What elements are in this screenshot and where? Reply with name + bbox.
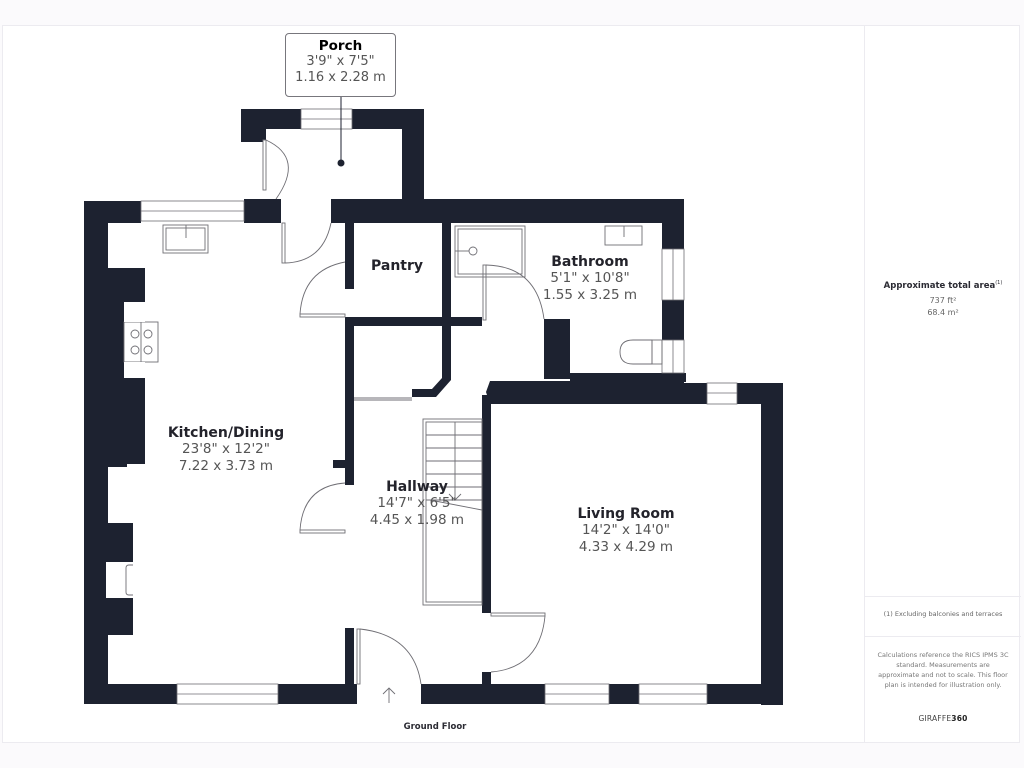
room-dim-imperial: 23'8" x 12'2" — [182, 441, 270, 457]
room-dim-metric: 4.33 x 4.29 m — [578, 539, 674, 555]
room-dim-imperial: 5'1" x 10'8" — [550, 270, 630, 286]
divider — [865, 636, 1021, 637]
divider — [865, 596, 1021, 597]
footnote: (1) Excluding balconies and terraces — [883, 610, 1003, 618]
fixtures — [106, 224, 663, 703]
room-label-bathroom: Bathroom 5'1" x 10'8" 1.55 x 3.25 m — [528, 254, 652, 304]
room-dim-metric: 7.22 x 3.73 m — [178, 458, 274, 474]
room-name: Pantry — [370, 258, 424, 274]
room-dim-imperial: 14'7" x 6'5" — [377, 495, 457, 511]
room-label-living: Living Room 14'2" x 14'0" 4.33 x 4.29 m — [556, 506, 696, 556]
room-name: Porch — [318, 38, 363, 54]
room-dim-metric: 1.55 x 3.25 m — [542, 287, 638, 303]
summary-sidebar: Approximate total area(1) 737 ft² 68.4 m… — [864, 25, 1021, 743]
room-label-hallway: Hallway 14'7" x 6'5" 4.45 x 1.98 m — [352, 479, 482, 529]
area-metric: 68.4 m² — [927, 307, 959, 317]
porch-pointer — [337, 97, 345, 167]
brand-logo: GIRAFFE360 — [865, 714, 1021, 723]
room-name: Kitchen/Dining — [167, 425, 285, 441]
brand-suffix: 360 — [951, 714, 968, 723]
room-label-porch: Porch 3'9" x 7'5" 1.16 x 2.28 m — [285, 33, 396, 97]
windows — [140, 108, 738, 705]
doors — [262, 139, 546, 685]
room-name: Bathroom — [551, 254, 629, 270]
room-dim-imperial: 14'2" x 14'0" — [582, 522, 670, 538]
area-imperial: 737 ft² — [929, 295, 957, 305]
room-name: Living Room — [577, 506, 675, 522]
total-area-title-text: Approximate total area — [883, 280, 996, 291]
room-label-kitchen: Kitchen/Dining 23'8" x 12'2" 7.22 x 3.73… — [146, 425, 306, 475]
total-area-title: Approximate total area(1) — [865, 280, 1021, 291]
room-dim-imperial: 3'9" x 7'5" — [306, 54, 375, 69]
total-area-block: Approximate total area(1) 737 ft² 68.4 m… — [865, 280, 1021, 317]
walls — [84, 109, 783, 705]
room-dim-metric: 1.16 x 2.28 m — [295, 70, 386, 85]
footnote-marker: (1) — [995, 280, 1003, 286]
floor-label: Ground Floor — [403, 722, 467, 732]
brand-prefix: GIRAFFE — [918, 714, 952, 723]
room-dim-metric: 4.45 x 1.98 m — [369, 512, 465, 528]
room-label-pantry: Pantry — [357, 258, 437, 274]
room-name: Hallway — [386, 479, 448, 495]
disclaimer: Calculations reference the RICS IPMS 3C … — [877, 651, 1009, 689]
